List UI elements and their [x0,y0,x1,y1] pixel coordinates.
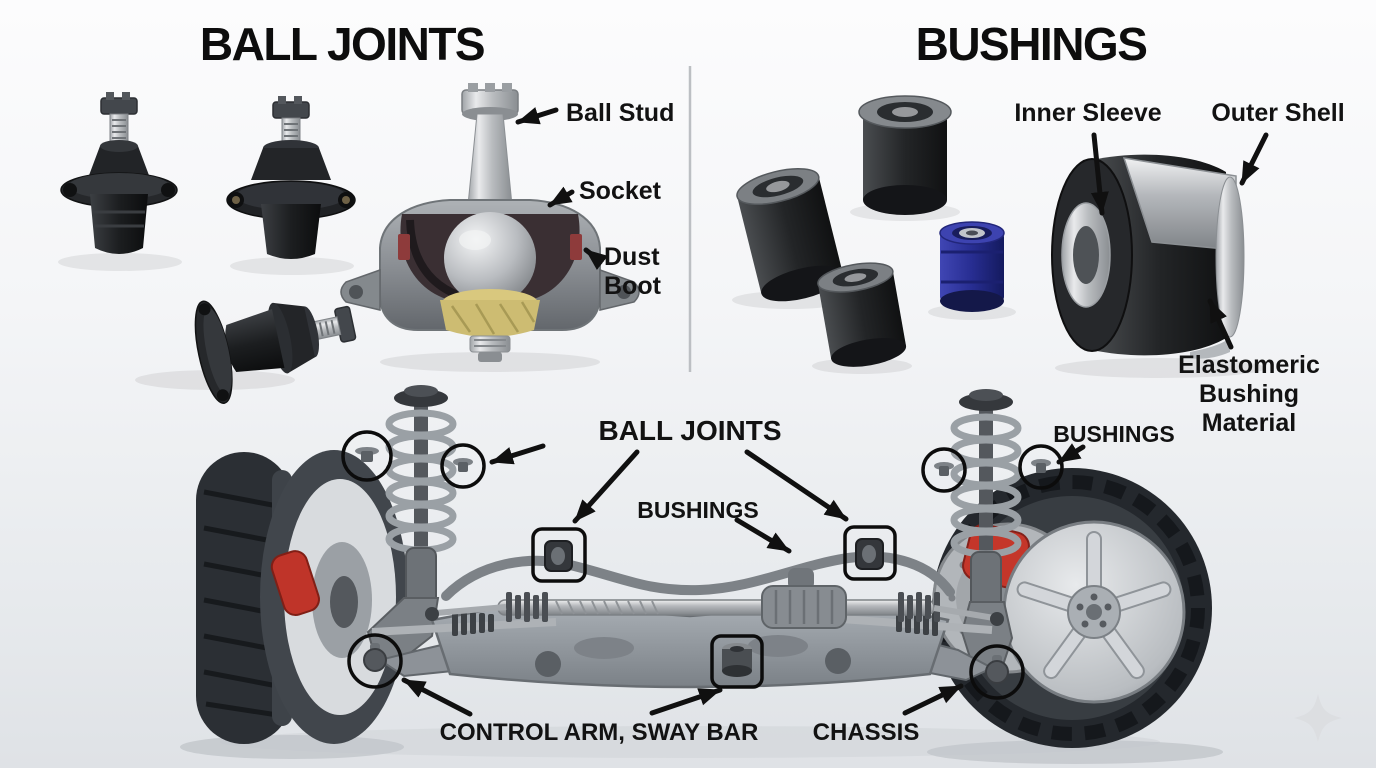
label-outer-shell: Outer Shell [1211,99,1345,127]
left-strut [385,385,457,611]
left-brake-caliper [270,550,320,617]
bushing-cutaway [1051,154,1265,378]
ball-joint-2 [226,96,356,259]
ball-joint-cutaway [340,83,640,372]
label-inner-sleeve: Inner Sleeve [1014,99,1162,127]
ball-joints-title: BALL JOINTS [199,18,486,70]
label-dust-boot: Dust Boot [604,243,661,300]
label-elastomeric-material: Elastomeric Bushing Material [1178,351,1320,437]
label-assembly-bushings-center: BUSHINGS [637,497,759,523]
steering-rack [425,568,1004,629]
bushing-samples [732,95,1016,374]
label-control-arm-sway-bar: CONTROL ARM, SWAY BAR [439,719,759,746]
label-socket: Socket [579,177,661,205]
bushing-2 [858,95,952,215]
label-assembly-bushings-right: BUSHINGS [1053,421,1175,447]
subframe-bushing [722,643,752,677]
callout-hardware [355,447,1051,684]
left-cv-boot [452,610,494,636]
right-alloy-wheel [1002,520,1186,704]
sparkle-icon [1294,694,1342,742]
ball-joint-3 [194,300,357,404]
sway-bar-bushing-left [544,540,573,572]
label-chassis: CHASSIS [812,719,920,746]
callout-arrows [401,107,1269,717]
label-assembly-ball-joints: BALL JOINTS [598,415,782,446]
suspension-assembly [180,385,1223,764]
ball-joint-1 [60,92,178,254]
label-ball-stud: Ball Stud [566,99,675,127]
right-strut [950,389,1022,613]
bushing-blue [939,221,1005,312]
callout-rings [341,430,1064,700]
bushings-title: BUSHINGS [915,18,1148,70]
bushing-3 [817,262,907,367]
sway-bar-bushing-right [855,538,884,570]
ball-joint-samples [58,92,357,404]
left-wheel [180,450,408,759]
